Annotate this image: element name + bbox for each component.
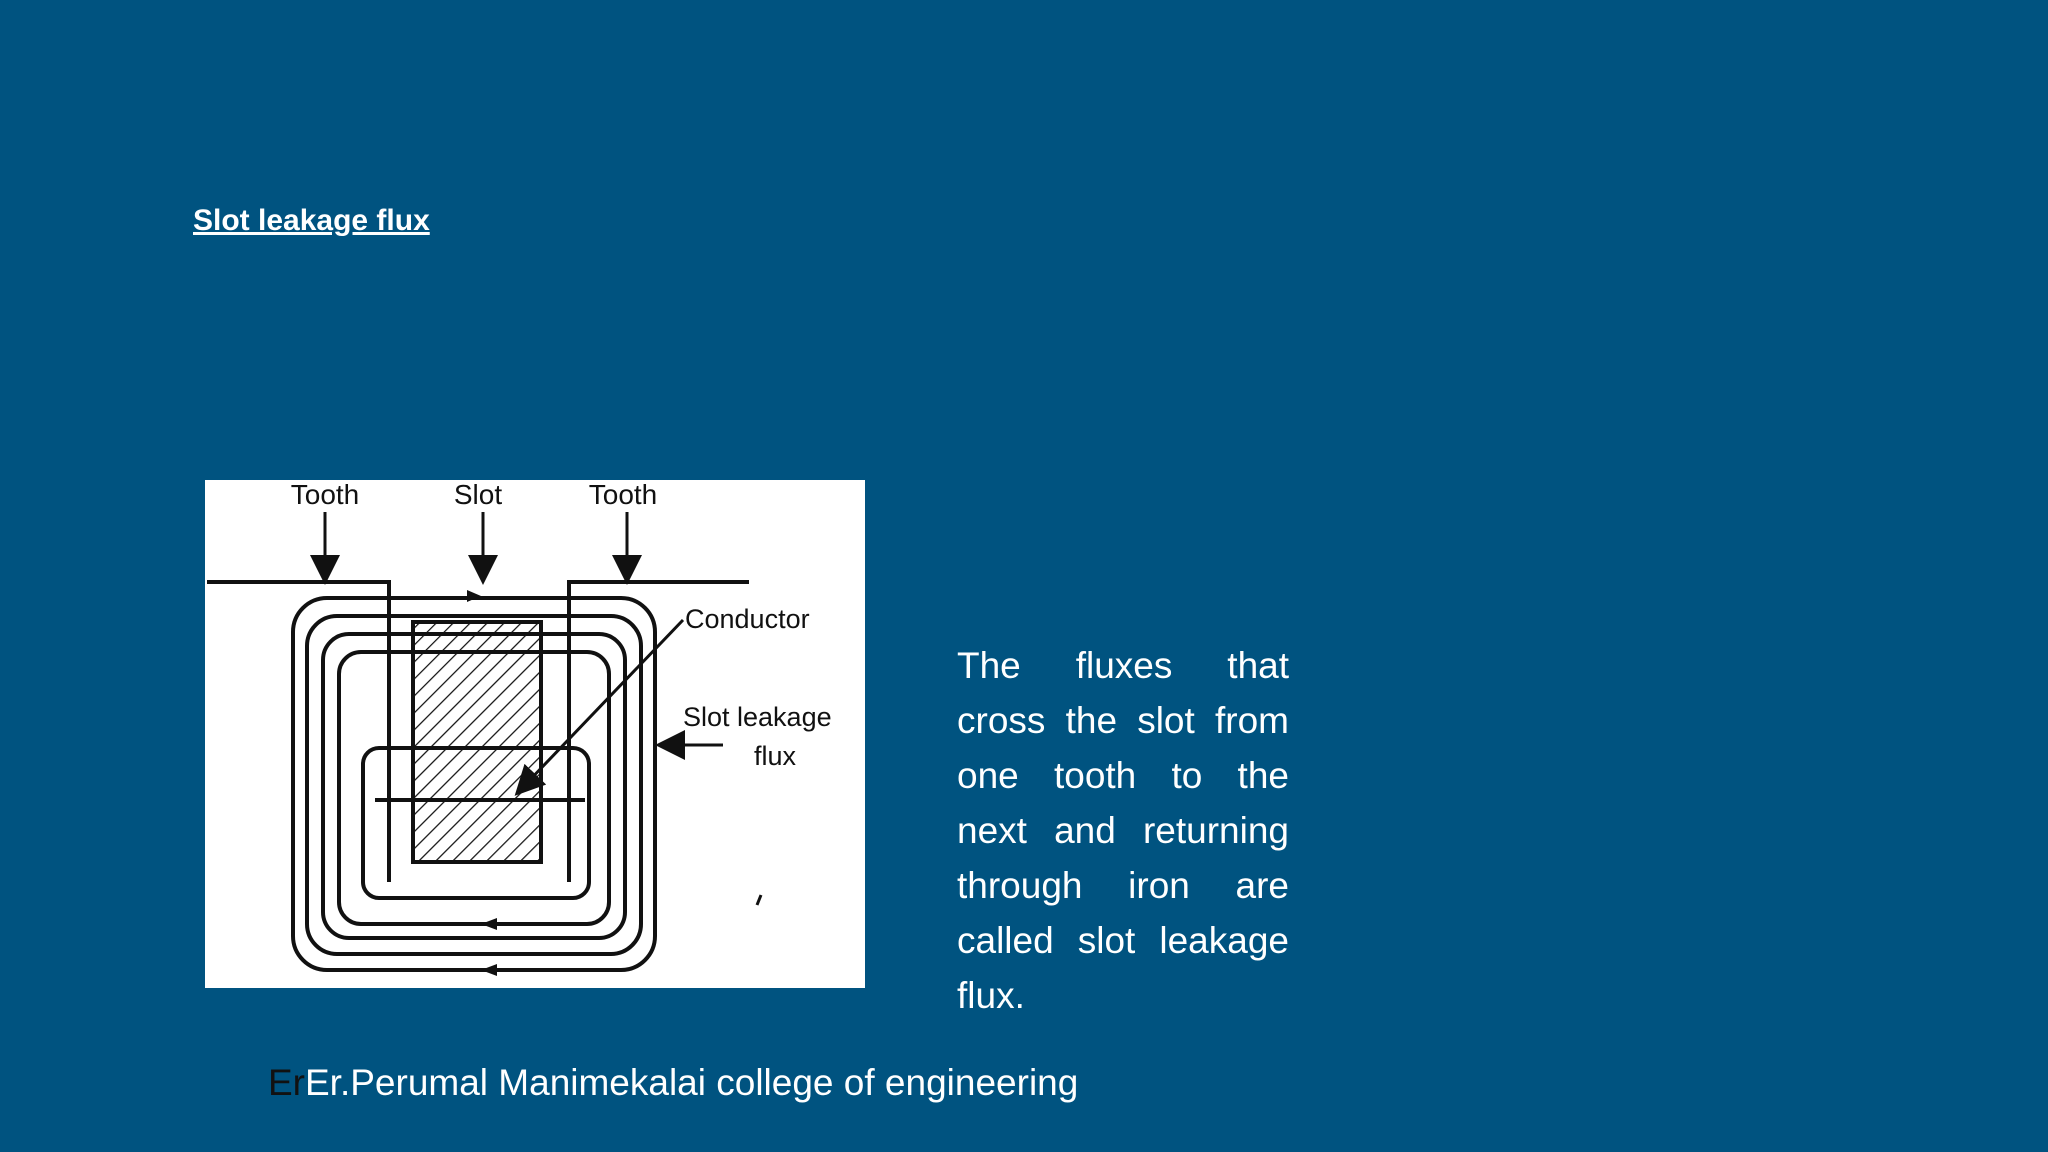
- label-flux: flux: [754, 741, 797, 771]
- label-tooth-left: Tooth: [291, 480, 360, 510]
- footer-prefix: Er: [268, 1062, 305, 1103]
- footer: ErEr.Perumal Manimekalai college of engi…: [268, 1062, 1078, 1104]
- iron-outline: [207, 580, 749, 768]
- diagram-svg: Tooth Slot Tooth Conductor Slot leakage …: [207, 480, 832, 976]
- specks: [755, 894, 763, 906]
- flux-arrows: [467, 590, 497, 976]
- conductor: [411, 620, 543, 864]
- slide-title: Slot leakage flux: [193, 204, 430, 237]
- label-tooth-right: Tooth: [589, 480, 658, 510]
- slot-leakage-diagram: Tooth Slot Tooth Conductor Slot leakage …: [205, 480, 865, 988]
- footer-text: Er.Perumal Manimekalai college of engine…: [305, 1062, 1079, 1103]
- label-slot-leakage: Slot leakage: [683, 702, 832, 732]
- flux-loops: [291, 596, 657, 972]
- body-paragraph: The fluxes that cross the slot from one …: [957, 645, 1289, 1016]
- label-slot: Slot: [454, 480, 502, 510]
- label-conductor: Conductor: [685, 604, 810, 634]
